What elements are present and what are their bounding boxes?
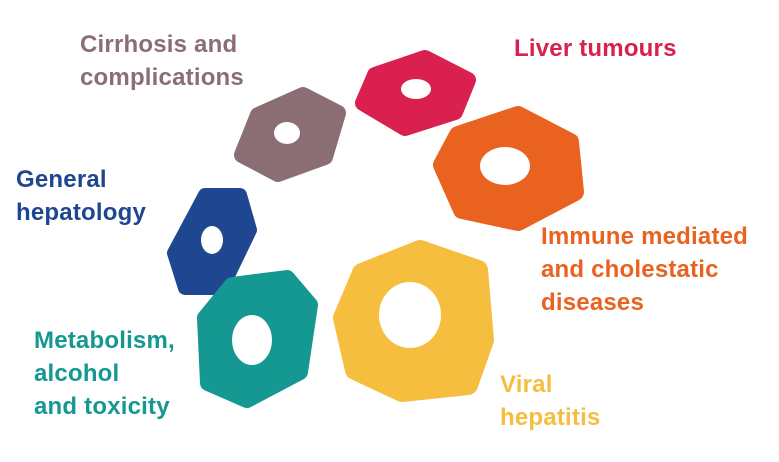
label-general-hepatology: General hepatology [16,163,146,229]
label-line: hepatology [16,199,147,226]
label-line: hepatitis [500,404,601,431]
hexagon-immune [433,106,584,231]
hexagon-cirrhosis [234,87,346,182]
hexagon-hole [379,282,441,348]
label-line: alcohol [34,360,120,387]
label-line: General [16,166,107,193]
label-line: diseases [541,289,645,316]
label-line: Metabolism, [34,327,175,354]
hexagon-hole [401,79,431,99]
label-line: Cirrhosis and [80,31,238,58]
label-line: Viral [500,371,553,398]
label-liver-tumours: Liver tumours [514,32,677,65]
hexagon-hole [274,122,300,144]
label-cirrhosis: Cirrhosis and complications [80,28,244,94]
hexagon-hole [480,147,530,185]
label-immune: Immune mediated and cholestatic diseases [541,220,748,319]
label-line: and toxicity [34,393,170,420]
label-line: and cholestatic [541,256,719,283]
label-line: Liver tumours [514,35,677,62]
label-metabolism: Metabolism, alcohol and toxicity [34,324,175,423]
hexagon-hole [232,315,272,365]
hexagon-liver-tumours [355,50,476,136]
hexagon-hole [201,226,223,254]
hexagon-viral-hepatitis [333,240,494,402]
label-line: Immune mediated [541,223,749,250]
hexagon-general-hepatology [167,188,257,295]
label-viral-hepatitis: Viral hepatitis [500,368,600,434]
hexagon-metabolism [197,270,318,408]
label-line: complications [80,64,244,91]
